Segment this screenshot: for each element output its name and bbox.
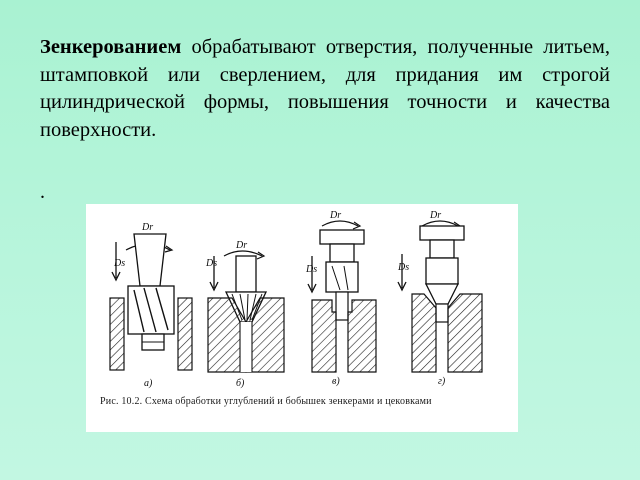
feed-label-d: Ds — [397, 262, 409, 273]
slide-paragraph: Зенкерованием обрабатывают отверстия, по… — [40, 34, 610, 144]
diagram-a: Dr Ds а) — [109, 222, 193, 389]
feed-label-b: Ds — [205, 258, 217, 269]
paragraph-body: обрабатывают отверстия, полученные литье… — [40, 36, 610, 141]
rotation-label-c: Dr — [329, 210, 341, 221]
bold-term: Зенкерованием — [40, 36, 182, 58]
feed-label-c: Ds — [305, 264, 317, 275]
rotation-label-b: Dr — [235, 240, 247, 251]
sub-label-d: г) — [438, 376, 446, 387]
diagram-d: Dr Ds г) — [397, 210, 483, 387]
stray-dot: . — [40, 181, 45, 203]
sub-label-b: б) — [236, 378, 245, 389]
rotation-label-d: Dr — [429, 210, 441, 221]
sub-label-c: в) — [332, 376, 340, 387]
figure-drawing: Dr Ds а) Dr Ds — [109, 210, 483, 389]
countersinking-figure: Dr Ds а) Dr Ds — [86, 204, 518, 432]
figure-caption: Рис. 10.2. Схема обработки углублений и … — [100, 396, 432, 407]
diagram-c: Dr Ds в) — [305, 210, 377, 387]
feed-label-a: Ds — [113, 258, 125, 269]
sub-label-a: а) — [144, 378, 153, 389]
diagram-b: Dr Ds б) — [205, 240, 285, 389]
rotation-label-a: Dr — [141, 222, 153, 233]
